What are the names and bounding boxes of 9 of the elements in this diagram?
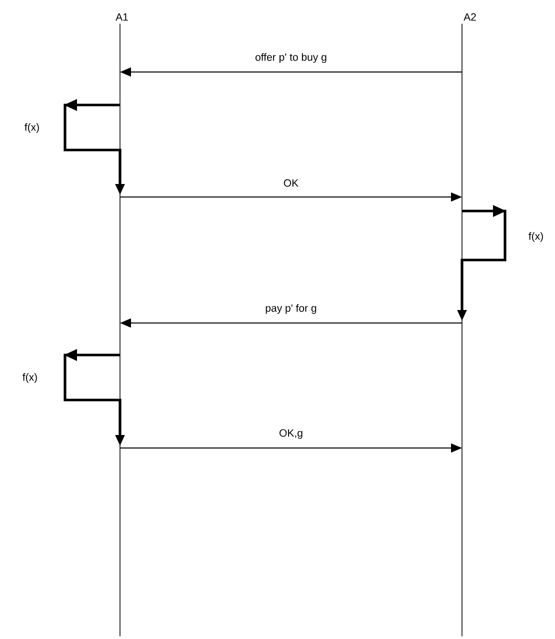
edge-label: OK [282,178,300,188]
edge-label: f(x) [21,372,39,384]
edge-label: pay p' for g [264,303,318,315]
lifeline: A2 [462,13,476,637]
edge-label: OK,g [278,428,304,440]
edge-label: offer p' to buy g [254,52,328,64]
lifeline: A1 [116,13,128,637]
edge-label: f(x) [527,231,545,243]
edge-label: f(x) [23,122,41,134]
